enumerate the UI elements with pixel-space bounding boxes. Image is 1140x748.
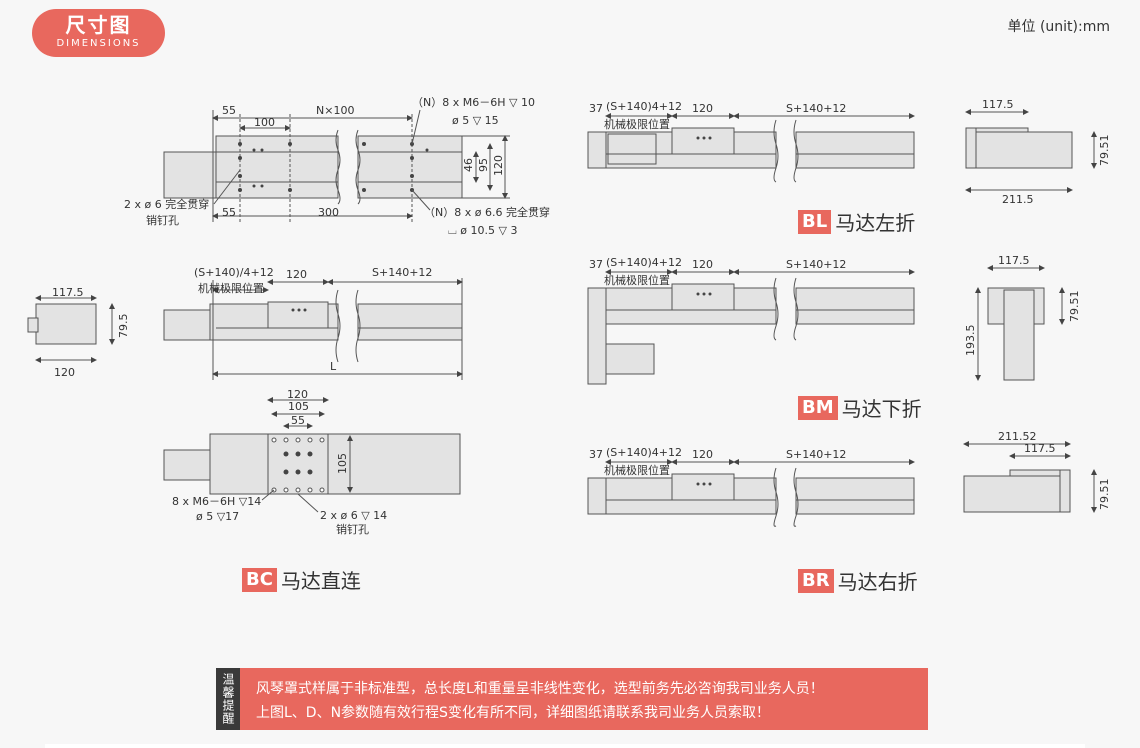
br-label: BR 马达右折 (798, 566, 918, 595)
br-mech: 机械极限位置 (604, 463, 670, 477)
body-right (357, 135, 463, 199)
bl-code: BL (798, 209, 832, 234)
motor-block (163, 151, 217, 199)
bc-text: 马达直连 (280, 569, 361, 593)
br-code: BR (798, 568, 834, 593)
bl-end-view (965, 109, 1097, 193)
bm-120: 120 (692, 258, 713, 271)
dimensions-badge: 尺寸图 DIMENSIONS (32, 9, 165, 57)
bm-side-view (587, 269, 915, 385)
bm-label: BM 马达下折 (798, 393, 922, 422)
bb-note-l2: ø 5 ▽17 (196, 510, 239, 523)
bb-dim-55: 55 (291, 414, 305, 427)
hole-note-bot-b: ⌴ ø 10.5 ▽ 3 (448, 224, 517, 237)
bl-37: 37 (589, 102, 603, 115)
badge-subtitle: DIMENSIONS (56, 38, 141, 49)
dim-46: 46 (462, 158, 475, 172)
bl-w: 117.5 (982, 98, 1014, 111)
unit-label: 单位 (unit):mm (1007, 19, 1111, 35)
body-left (215, 135, 339, 199)
br-a: (S+140)4+12 (606, 446, 682, 459)
bb-h105: 105 (336, 453, 349, 474)
bl-s: S+140+12 (786, 102, 846, 115)
badge-title: 尺寸图 (65, 13, 132, 37)
top-plan-view (163, 109, 510, 222)
br-h: 79.51 (1098, 479, 1111, 511)
bc-dim-L: L (330, 360, 337, 373)
dim-n100: N×100 (316, 104, 354, 117)
bc-label: BC 马达直连 (242, 565, 361, 594)
bm-37: 37 (589, 258, 603, 271)
br-37: 37 (589, 448, 603, 461)
bottom-divider (45, 744, 1085, 748)
bm-a: (S+140)4+12 (606, 256, 682, 269)
bc-dim-s: S+140+12 (372, 266, 432, 279)
notice-line-1: 风琴罩式样属于非标准型，总长度L和重量呈非线性变化，选型前务先必咨询我司业务人员… (256, 681, 824, 697)
notice-line-2: 上图L、D、N参数随有效行程S变化有所不同，详细图纸请联系我司业务人员索取！ (256, 705, 770, 721)
bl-label: BL 马达左折 (798, 207, 915, 236)
bl-mech: 机械极限位置 (604, 117, 670, 131)
bm-h1: 79.51 (1068, 291, 1081, 323)
notice-banner: 温馨提醒 风琴罩式样属于非标准型，总长度L和重量呈非线性变化，选型前务先必咨询我… (216, 668, 928, 730)
br-end-view (963, 441, 1097, 513)
bc-bottom-view (163, 397, 461, 513)
bb-note-r1: 2 x ø 6 ▽ 14 (320, 509, 387, 522)
bm-end-view (975, 265, 1065, 381)
bb-dim-120: 120 (287, 388, 308, 401)
bb-dim-105: 105 (288, 400, 309, 413)
br-side-view (587, 459, 915, 527)
hole-note-left-b: 销钉孔 (146, 213, 179, 227)
bc-end-view (27, 295, 115, 363)
bc-end-b: 120 (54, 366, 75, 379)
bl-side-view (587, 113, 915, 183)
notice-side-label: 温馨提醒 (216, 668, 240, 730)
bc-mech-limit: 机械极限位置 (198, 281, 264, 295)
bm-text: 马达下折 (841, 397, 922, 421)
dim-55b: 55 (222, 206, 236, 219)
bm-s: S+140+12 (786, 258, 846, 271)
bc-dim-a: (S+140)/4+12 (194, 266, 274, 279)
br-w1: 211.52 (998, 430, 1037, 443)
hole-note-bot-a: （N）8 x ø 6.6 完全贯穿 (424, 205, 550, 219)
br-w2: 117.5 (1024, 442, 1056, 455)
bc-end-w: 117.5 (52, 286, 84, 299)
bc-side-view (163, 278, 463, 380)
bb-note-r2: 销钉孔 (336, 522, 369, 536)
dim-300: 300 (318, 206, 339, 219)
bl-a: (S+140)4+12 (606, 100, 682, 113)
bl-b2: 211.5 (1002, 193, 1034, 206)
bl-h: 79.51 (1098, 135, 1111, 167)
bc-end-h: 79.5 (117, 314, 130, 339)
dim-95: 95 (477, 158, 490, 172)
bm-mech: 机械极限位置 (604, 273, 670, 287)
motor-block (163, 309, 211, 341)
bm-w: 117.5 (998, 254, 1030, 267)
hole-note-left-a: 2 x ø 6 完全贯穿 (124, 197, 209, 211)
bc-code: BC (242, 567, 277, 592)
dim-55: 55 (222, 104, 236, 117)
dim-100: 100 (254, 116, 275, 129)
bm-h2: 193.5 (964, 325, 977, 357)
bl-120: 120 (692, 102, 713, 115)
bl-text: 马达左折 (835, 211, 916, 235)
br-120: 120 (692, 448, 713, 461)
br-text: 马达右折 (837, 570, 918, 594)
hole-note-top-a: （N）8 x M6－6H ▽ 10 (412, 96, 535, 109)
dim-120: 120 (492, 155, 505, 176)
bc-dim-120: 120 (286, 268, 307, 281)
bb-note-l1: 8 x M6－6H ▽14 (172, 495, 261, 508)
hole-note-top-b: ø 5 ▽ 15 (452, 114, 499, 127)
bm-code: BM (798, 395, 838, 420)
br-s: S+140+12 (786, 448, 846, 461)
